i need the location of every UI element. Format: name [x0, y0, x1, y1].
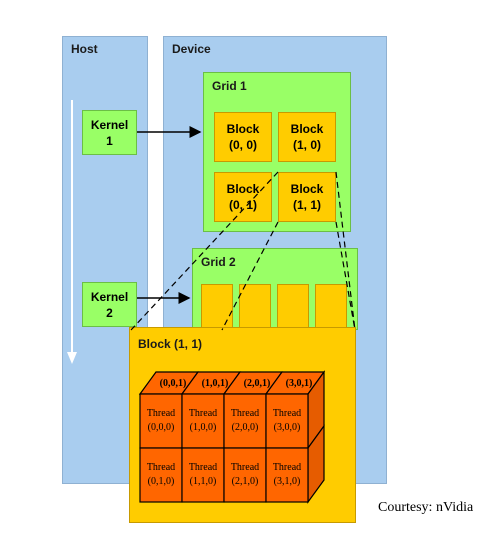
- kernel-2-label: Kernel: [90, 289, 129, 304]
- courtesy-note: Courtesy: nVidia: [378, 500, 474, 515]
- grid-2-block: [277, 284, 309, 328]
- grid-1-block-0-0: Block (0, 0): [214, 112, 272, 162]
- kernel-2-number: 2: [106, 305, 113, 320]
- block-index: (1, 0): [292, 138, 321, 152]
- grid-2-block: [239, 284, 271, 328]
- block-label: Block: [290, 182, 324, 196]
- host-title: Host: [71, 42, 98, 56]
- kernel-1-label: Kernel: [90, 117, 129, 132]
- host-timeline-arrow: [67, 100, 77, 364]
- grid-1-block-1-1: Block (1, 1): [278, 172, 336, 222]
- kernel-2-box: Kernel 2: [82, 282, 137, 327]
- grid-1-block-1-0: Block (1, 0): [278, 112, 336, 162]
- grid-2-title: Grid 2: [201, 255, 236, 269]
- kernel-1-box: Kernel 1: [82, 110, 137, 155]
- block-detail-panel: Block (1, 1): [129, 327, 356, 523]
- grid-1-title: Grid 1: [212, 79, 247, 93]
- block-index: (0, 1): [228, 198, 257, 212]
- device-title: Device: [172, 42, 211, 56]
- block-detail-title: Block (1, 1): [138, 337, 203, 351]
- grid-2-block: [201, 284, 233, 328]
- kernel-1-number: 1: [106, 133, 113, 148]
- grid-2-block: [315, 284, 347, 328]
- block-index: (1, 1): [292, 198, 321, 212]
- grid-1-block-0-1: Block (0, 1): [214, 172, 272, 222]
- block-label: Block: [226, 122, 260, 136]
- block-index: (0, 0): [228, 138, 257, 152]
- block-label: Block: [290, 122, 324, 136]
- block-label: Block: [226, 182, 260, 196]
